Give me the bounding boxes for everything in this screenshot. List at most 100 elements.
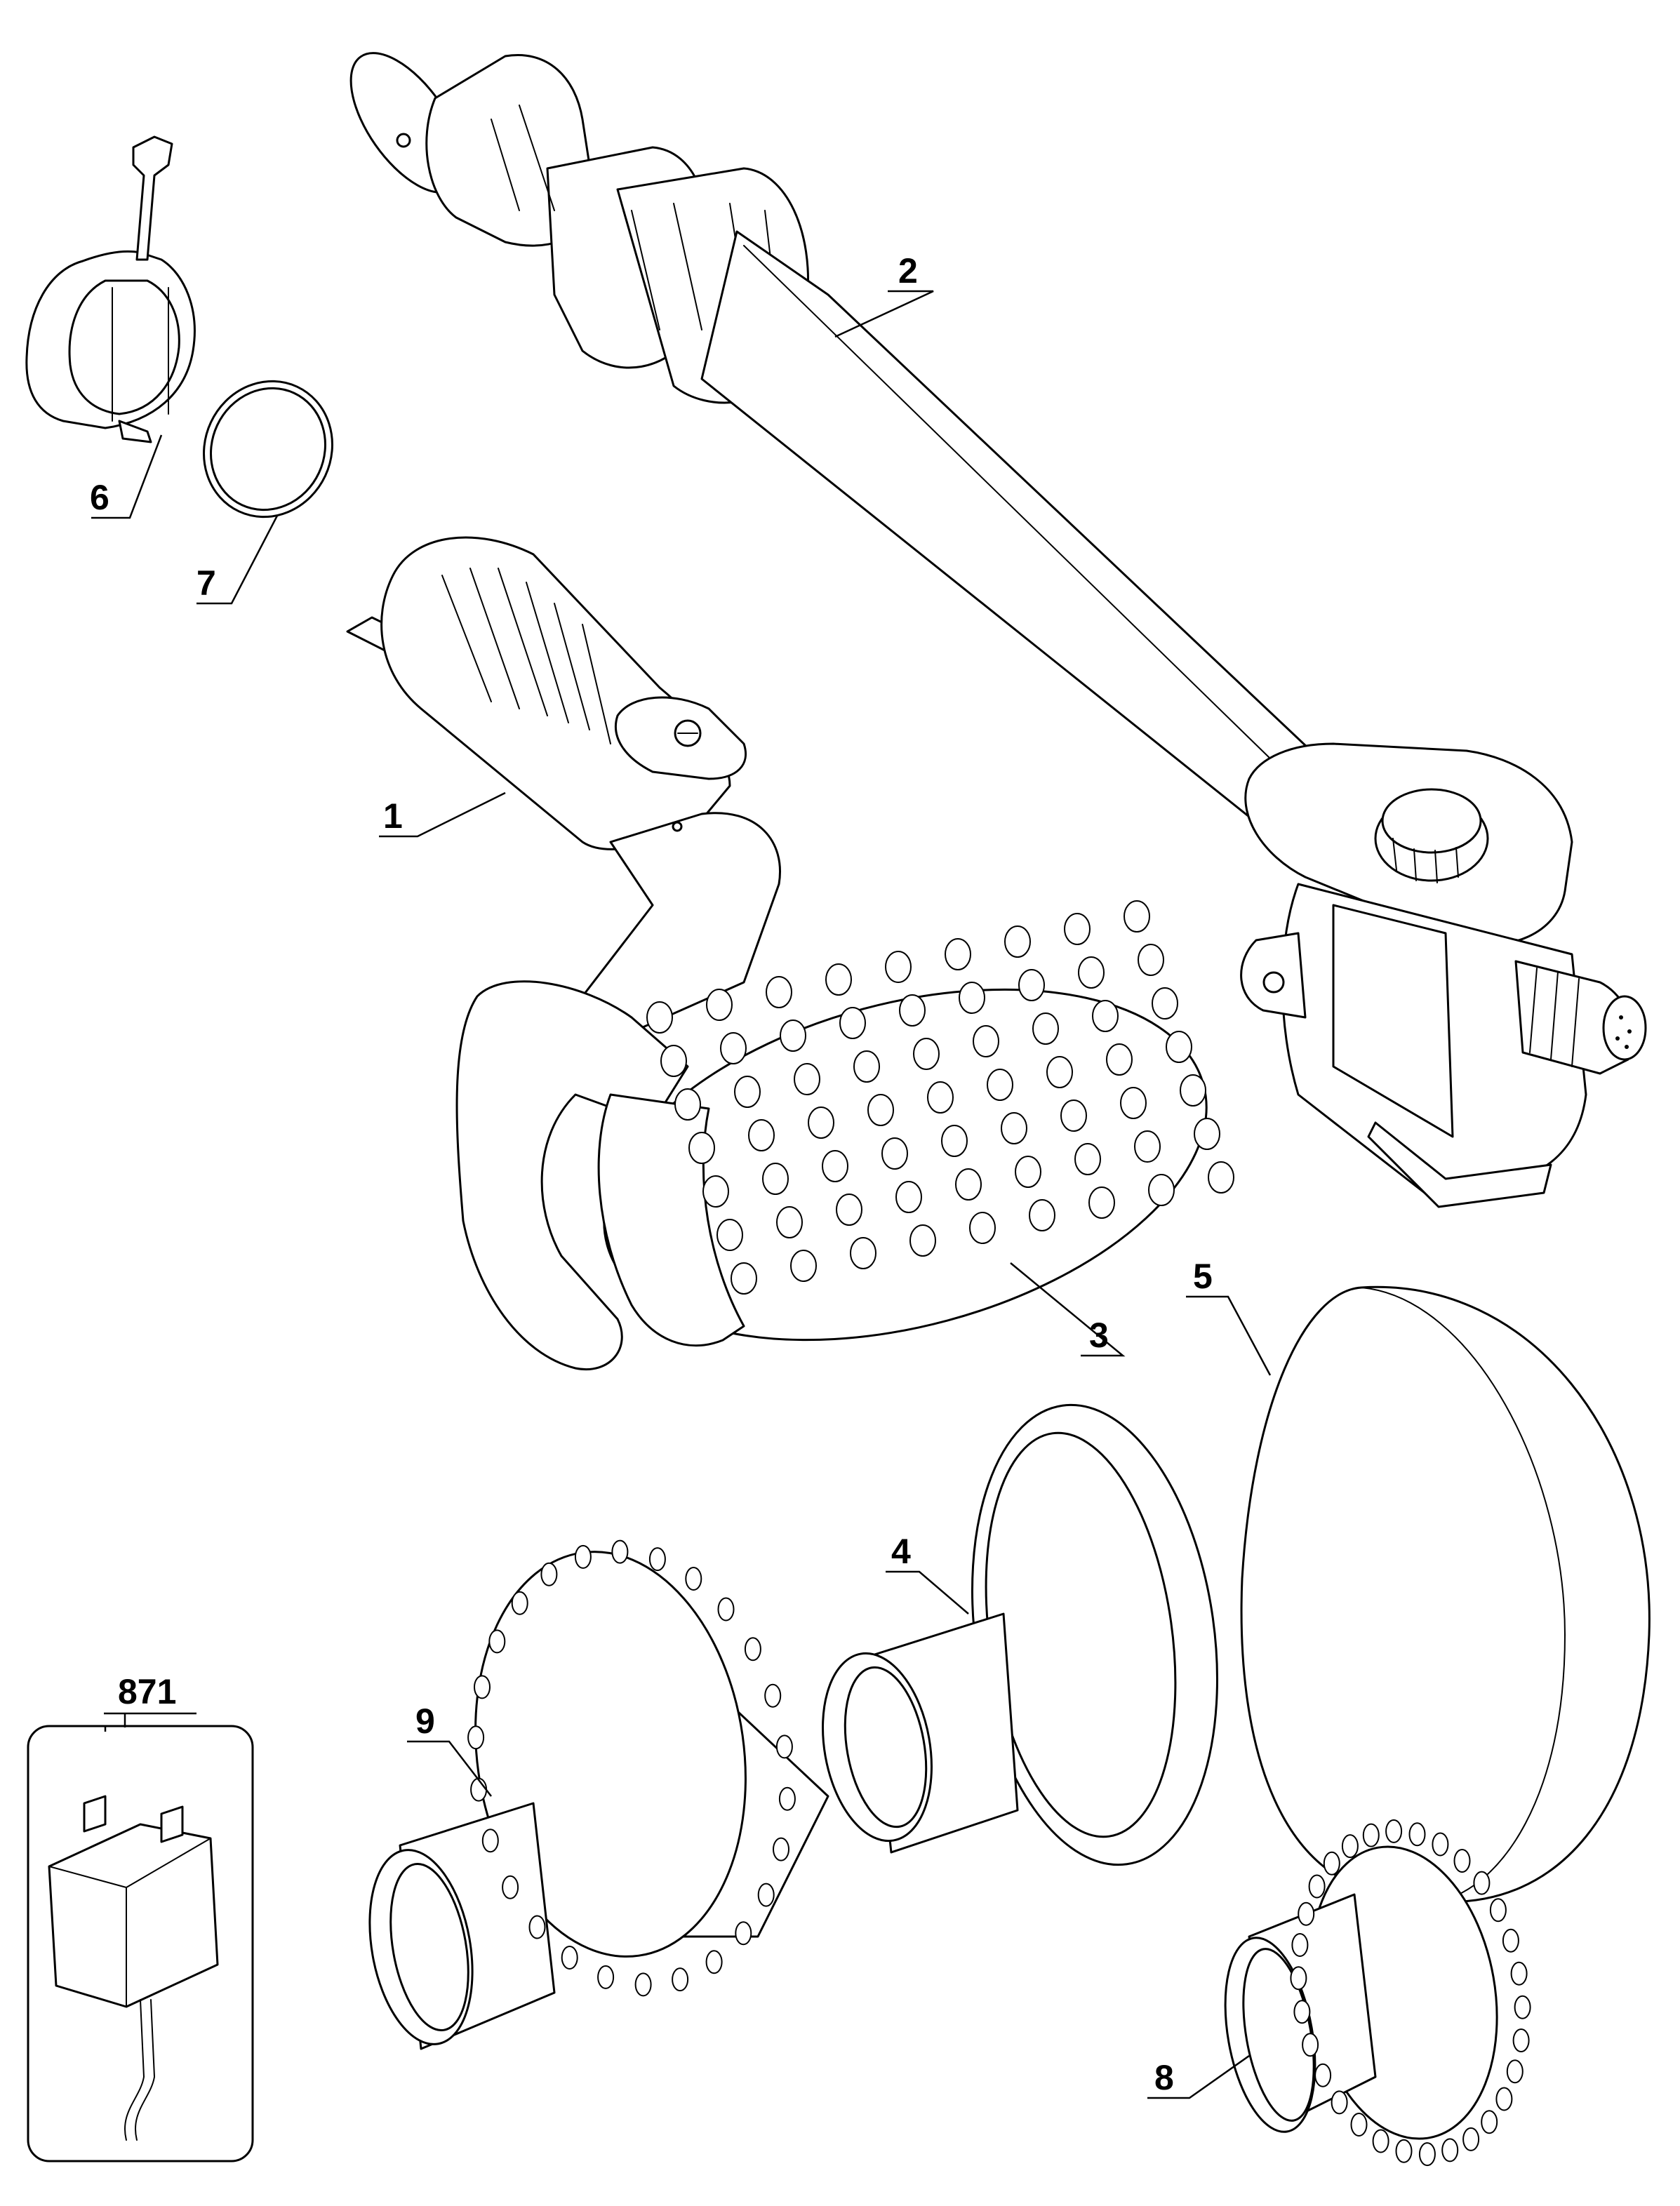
bristle-tuft: [757, 1883, 775, 1907]
bristle-tuft: [748, 1119, 775, 1151]
bristle-tuft: [688, 1132, 715, 1164]
bristle-tuft: [1290, 1966, 1307, 1991]
bristle-tuft: [1291, 1933, 1309, 1957]
bristle-tuft: [1395, 2139, 1413, 2163]
bristle-tuft: [511, 1591, 528, 1615]
bristle-tuft: [1134, 1130, 1161, 1163]
bristle-tuft: [1308, 1874, 1326, 1899]
bristle-tuft: [853, 1050, 880, 1083]
bristle-tuft: [597, 1965, 615, 1989]
bristle-tuft: [706, 989, 733, 1021]
bristle-tuft: [528, 1915, 546, 1939]
bristle-tuft: [881, 1137, 908, 1170]
bristle-tuft: [646, 1001, 673, 1034]
bristle-tuft: [744, 1637, 761, 1662]
bristle-tuft: [941, 1125, 968, 1157]
bristle-tuft: [1064, 913, 1091, 945]
bristle-tuft: [762, 1163, 789, 1195]
bristle-tuft: [1432, 1832, 1449, 1857]
bristle-tuft: [1060, 1099, 1087, 1132]
bristle-tuft: [773, 1837, 789, 1861]
bristle-tuft: [794, 1063, 820, 1095]
bristle-tuft: [1462, 2127, 1480, 2151]
part-number-4: 4: [891, 1532, 911, 1571]
bristle-tuft: [716, 1219, 743, 1251]
bristle-tuft: [1350, 2113, 1368, 2137]
bristle-tuft: [780, 1020, 806, 1052]
bristle-tuft: [1152, 987, 1178, 1020]
bristle-tuft: [1004, 925, 1031, 958]
bristle-tuft: [1180, 1074, 1206, 1107]
bristle-tuft: [1018, 969, 1045, 1001]
bristle-tuft: [973, 1025, 999, 1057]
bristle-tuft: [735, 1921, 752, 1946]
bristle-tuft: [1514, 1995, 1531, 2019]
bristle-tuft: [1120, 1087, 1147, 1119]
bristle-tuft: [1341, 1834, 1359, 1859]
bristle-tuft: [1148, 1174, 1175, 1206]
bristle-tuft: [474, 1675, 491, 1699]
bristle-tuft: [685, 1567, 702, 1591]
bristle-tuft: [909, 1224, 936, 1257]
bristle-tuft: [1473, 1871, 1491, 1895]
bristle-tuft: [634, 1972, 652, 1997]
bristle-tuft: [648, 1547, 666, 1572]
leader-lines: [91, 290, 1272, 2099]
bristle-tuft: [1502, 1928, 1519, 1953]
part-2-pole-drawing: [349, 52, 1647, 1208]
bristle-tuft: [764, 1683, 782, 1708]
bristle-tuft: [1029, 1199, 1055, 1231]
bristle-tuft: [1074, 1143, 1101, 1175]
bristle-tuft: [1481, 2110, 1498, 2134]
part-number-labels: 2 6 7 1 3 5 4 9 8 871: [90, 251, 1213, 2097]
bristle-tuft: [1506, 2059, 1524, 2084]
bristle-tuft: [1092, 1000, 1119, 1032]
bristle-tuft: [959, 982, 985, 1014]
bristle-tuft: [778, 1786, 796, 1811]
bristle-tuft: [1453, 1849, 1471, 1873]
bristle-tuft: [1512, 2028, 1530, 2052]
part-6-clip-drawing: [25, 135, 196, 443]
bristle-tuft: [913, 1038, 940, 1070]
part-871-charger-drawing: [27, 1725, 254, 2162]
bristle-tuft: [1418, 2142, 1436, 2167]
bristle-tuft: [945, 938, 971, 970]
part-number-871: 871: [118, 1672, 176, 1711]
part-number-3: 3: [1089, 1316, 1109, 1355]
bristle-tuft: [1078, 956, 1105, 989]
bristle-tuft: [822, 1150, 848, 1182]
bristle-tuft: [825, 963, 852, 996]
bristle-tuft: [839, 1007, 866, 1039]
part-number-6: 6: [90, 478, 109, 517]
bristle-tuft: [1138, 944, 1164, 976]
bristle-tuft: [766, 976, 792, 1008]
bristle-tuft: [1166, 1031, 1192, 1063]
bristle-tuft: [705, 1950, 723, 1974]
bristle-tuft: [927, 1081, 954, 1114]
bristle-tuft: [660, 1045, 687, 1077]
bristle-tuft: [1385, 1819, 1403, 1843]
bristle-tuft: [1194, 1118, 1220, 1150]
part-number-9: 9: [415, 1702, 435, 1741]
part-8-small-brush-drawing: [1224, 1819, 1531, 2167]
bristle-tuft: [720, 1032, 747, 1064]
bristle-tuft: [1441, 2138, 1459, 2162]
bristle-tuft: [969, 1212, 996, 1244]
part-4-adapter-drawing: [822, 1403, 1218, 1866]
bristle-tuft: [702, 1175, 729, 1208]
part-7-ring-drawing: [203, 380, 333, 519]
bristle-tuft: [955, 1168, 982, 1201]
part-number-1: 1: [383, 796, 403, 836]
bristle-tuft: [1362, 1823, 1380, 1847]
bristle-tuft: [717, 1597, 735, 1622]
bristle-tuft: [1489, 1898, 1507, 1923]
bristle-tuft: [1372, 2129, 1389, 2153]
bristle-tuft: [1331, 2090, 1348, 2115]
bristle-tuft: [574, 1544, 592, 1569]
part-number-8: 8: [1154, 2058, 1174, 2097]
bristle-tuft: [481, 1829, 499, 1853]
bristle-tuft: [808, 1107, 834, 1139]
bristle-tuft: [674, 1088, 701, 1121]
part-number-7: 7: [196, 563, 216, 603]
bristle-tuft: [1124, 900, 1150, 932]
